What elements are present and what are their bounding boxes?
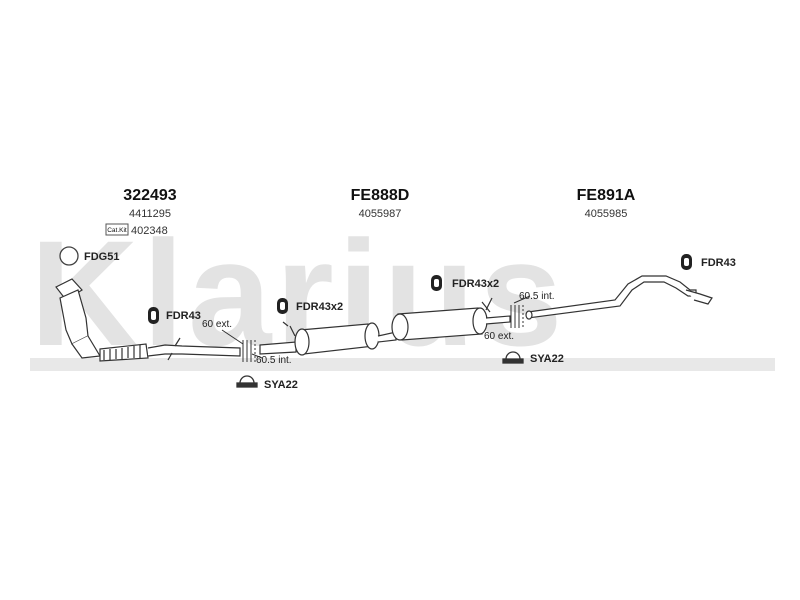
catalytic-converter — [55, 278, 101, 359]
sya22-left-label: SYA22 — [264, 379, 298, 391]
left-ext-dim: 60 ext. — [202, 319, 232, 330]
fdr43-far-label: FDR43 — [701, 257, 736, 269]
left-int-dim: 60.5 int. — [256, 355, 292, 366]
fdr43x2-right-label: FDR43x2 — [452, 278, 499, 290]
assembly-part-2: FE888D — [351, 187, 410, 204]
sya22-right-label: SYA22 — [530, 353, 564, 365]
fdr43-rubber-icon — [148, 307, 159, 324]
assembly-part-1: 322493 — [123, 187, 176, 204]
middle-silencer — [259, 321, 397, 356]
sya22-right-clamp-icon — [502, 351, 524, 364]
fdg51-label: FDG51 — [84, 251, 119, 263]
fdr43x2-rubber-icon — [277, 298, 288, 314]
catkit-badge: Cat.Kit 402348 — [105, 223, 168, 237]
right-joint — [510, 295, 531, 328]
fdr43-far-rubber-icon — [681, 254, 692, 270]
left-joint — [221, 329, 263, 362]
assembly-ref-2: 4055987 — [359, 208, 402, 220]
rear-silencer — [391, 297, 511, 341]
right-int-dim: 60.5 int. — [519, 291, 555, 302]
assembly-part-3: FE891A — [577, 187, 636, 204]
fdr43x2-right-rubber-icon — [431, 275, 442, 291]
fdg51-gasket-icon — [59, 246, 79, 266]
assembly-ref-1: 4411295 — [129, 208, 171, 220]
catkit-ref: 402348 — [131, 225, 168, 237]
sya22-clamp-icon — [236, 375, 258, 388]
tail-pipe — [525, 275, 713, 320]
fdr43x2-mid-label: FDR43x2 — [296, 301, 343, 313]
right-ext-dim: 60 ext. — [484, 331, 514, 342]
catkit-badge-text: Cat.Kit — [107, 227, 127, 234]
fdr43-left-label: FDR43 — [166, 310, 201, 322]
front-pipe-flex — [99, 337, 241, 362]
assembly-ref-3: 4055985 — [585, 208, 628, 220]
